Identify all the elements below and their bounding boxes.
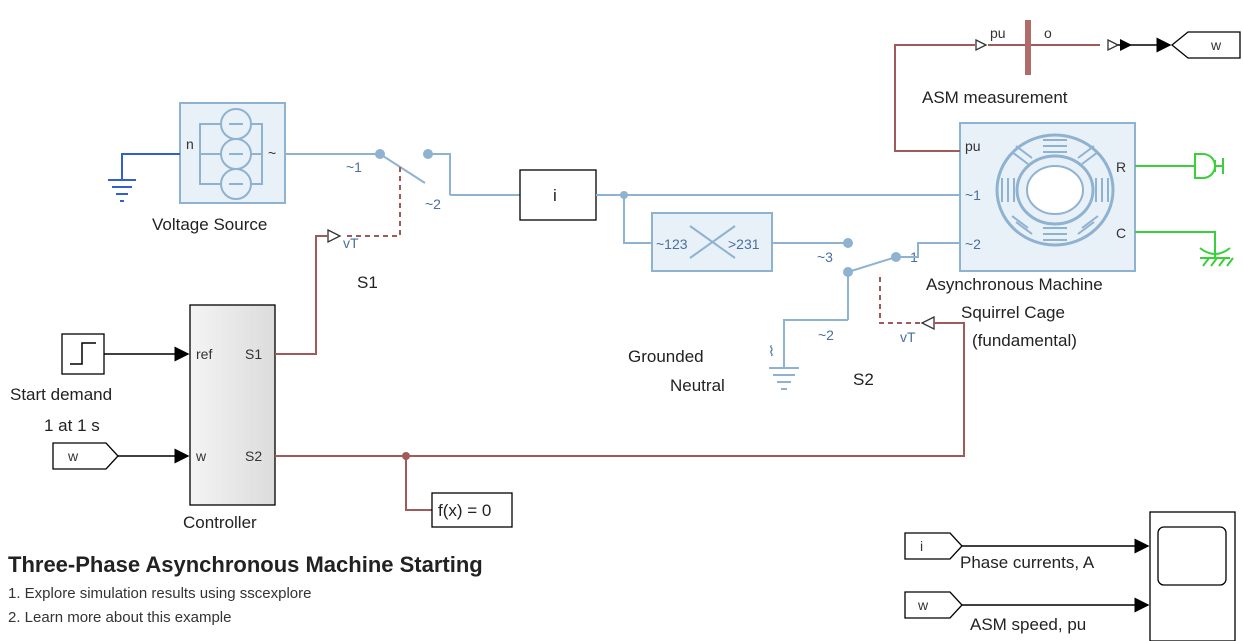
voltage-source-block[interactable]: n ~ — [179, 102, 286, 204]
s2-in2-port: ~2 — [818, 327, 834, 343]
s2-label: S2 — [853, 370, 874, 389]
from-w-block[interactable]: w — [52, 442, 119, 470]
meas-pu-port: pu — [990, 25, 1006, 41]
asm-label-1: Asynchronous Machine — [926, 275, 1103, 294]
asm-label-3: (fundamental) — [972, 331, 1077, 350]
from-w2-block[interactable]: w — [904, 591, 963, 619]
asm-r-port: R — [1116, 159, 1126, 175]
svg-text:⌇: ⌇ — [768, 343, 775, 359]
voltage-source-label: Voltage Source — [152, 215, 267, 234]
from-i-label: i — [920, 538, 923, 554]
grounded-neutral-label-1: Grounded — [628, 347, 704, 366]
permute-in-port: ~123 — [656, 236, 688, 252]
asm-2-port: ~2 — [965, 236, 981, 252]
learn-more-link[interactable]: 2. Learn more about this example — [8, 609, 232, 626]
asm-1-port: ~1 — [965, 187, 981, 203]
goto-w-label: w — [1210, 37, 1222, 53]
start-demand-label: Start demand — [10, 385, 112, 404]
explore-results-link[interactable]: 1. Explore simulation results using ssce… — [8, 585, 312, 602]
asm-label-2: Squirrel Cage — [961, 303, 1065, 322]
phase-permute-block[interactable]: ~123 >231 — [651, 212, 773, 272]
ctrl-w-port: w — [195, 448, 207, 464]
from-w2-label: w — [917, 597, 929, 613]
model-title: Three-Phase Asynchronous Machine Startin… — [8, 552, 483, 577]
from-w-label: w — [67, 448, 79, 464]
ctrl-s2-port: S2 — [245, 448, 262, 464]
asynchronous-machine-block[interactable]: pu ~1 ~2 R C — [959, 122, 1136, 272]
grounded-neutral-label-2: Neutral — [670, 376, 725, 395]
s1-label: S1 — [357, 273, 378, 292]
switch-s2-block[interactable]: ~3 ~1 ~2 vT — [817, 242, 960, 345]
electrical-ground-icon — [108, 153, 180, 202]
s1-in-port: ~1 — [346, 159, 362, 175]
current-sensor-label: i — [553, 186, 557, 205]
from-i-block[interactable]: i — [904, 532, 963, 560]
ctrl-ref-port: ref — [196, 346, 212, 362]
start-demand-param: 1 at 1 s — [44, 416, 100, 435]
mechanical-rotational-reference-icon — [1135, 153, 1224, 179]
phase-currents-label: Phase currents, A — [960, 553, 1095, 572]
switch-s1-block[interactable]: ~1 ~2 vT — [285, 149, 451, 251]
s1-out-port: ~2 — [425, 196, 441, 212]
current-sensor-block[interactable]: i — [519, 169, 597, 221]
mechanical-ground-icon — [1135, 231, 1234, 267]
scope-block[interactable] — [1149, 511, 1236, 641]
asm-measurement-block[interactable]: pu o — [975, 20, 1120, 75]
solver-label: f(x) = 0 — [438, 501, 491, 520]
s1-vt-port: vT — [343, 235, 359, 251]
solver-configuration-block[interactable]: f(x) = 0 — [431, 492, 513, 528]
goto-w-block[interactable]: w — [1170, 31, 1241, 59]
controller-block[interactable]: ref w S1 S2 — [189, 304, 276, 506]
start-demand-step-block[interactable] — [61, 333, 105, 375]
s2-in3-port: ~3 — [817, 249, 833, 265]
s2-vt-port: vT — [900, 329, 916, 345]
vs-tilde-port: ~ — [268, 145, 276, 161]
asm-pu-port: pu — [965, 138, 981, 154]
asm-c-port: C — [1116, 225, 1126, 241]
ctrl-s1-port: S1 — [245, 346, 262, 362]
vs-n-port: n — [186, 136, 194, 152]
grounded-neutral-block[interactable]: ⌇ — [768, 343, 799, 390]
controller-label: Controller — [183, 513, 257, 532]
permute-out-port: >231 — [728, 236, 760, 252]
asm-speed-label: ASM speed, pu — [970, 615, 1086, 634]
meas-o-port: o — [1044, 25, 1052, 41]
asm-measurement-label: ASM measurement — [922, 88, 1068, 107]
